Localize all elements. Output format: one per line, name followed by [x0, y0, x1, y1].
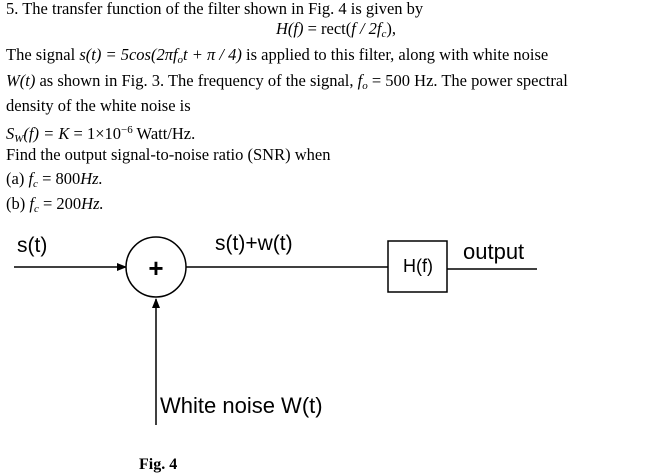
- signal-line: The signal s(t) = 5cos(2πfot + π / 4) is…: [6, 45, 548, 70]
- signal-suffix: is applied to this filter, along with wh…: [241, 45, 549, 64]
- part-b: (b) fc = 200Hz.: [6, 194, 104, 219]
- psd-exp: −6: [121, 124, 133, 136]
- tf-arg: f / 2f: [351, 19, 382, 38]
- part-b-val: = 200: [38, 194, 82, 213]
- part-b-sub: c: [33, 203, 39, 215]
- part-a-label: (a): [6, 169, 29, 188]
- signal-prefix: The signal: [6, 45, 80, 64]
- problem-heading: 5. The transfer function of the filter s…: [6, 0, 424, 18]
- part-a-unit: Hz.: [80, 169, 103, 188]
- output-label: output: [463, 239, 524, 264]
- signal-expr: s(t) = 5cos(2πf: [79, 45, 178, 64]
- figure-caption: Fig. 4: [139, 456, 177, 473]
- psd-mid: (f) = K: [23, 124, 70, 143]
- noise-label: White noise W(t): [160, 393, 323, 418]
- part-b-f: f: [29, 194, 34, 213]
- psd-lhs: S: [6, 124, 15, 143]
- transfer-function-equation: H(f) = rect(f / 2fc),: [275, 19, 397, 40]
- psd-line: SW(f) = K = 1×10−6 Watt/Hz.: [6, 120, 195, 149]
- sum-label: s(t)+w(t): [215, 232, 293, 255]
- part-b-unit: Hz.: [81, 194, 104, 213]
- noise-value: = 500 Hz. The power spectral: [367, 71, 568, 90]
- psd-val: = 1×10: [69, 124, 122, 143]
- part-a-f: f: [28, 169, 34, 188]
- noise-mid: as shown in Fig. 3. The frequency of the…: [35, 71, 358, 90]
- psd-lhs-sub: W: [14, 133, 24, 145]
- find-line: Find the output signal-to-noise ratio (S…: [6, 145, 331, 164]
- noise-expr: W(t): [6, 71, 36, 90]
- signal-expr-tail: t + π / 4): [183, 45, 242, 64]
- tf-lhs: H(f): [275, 19, 304, 38]
- tf-sub: c: [381, 28, 387, 40]
- filter-label: H(f): [403, 256, 433, 276]
- part-a-sub: c: [33, 178, 38, 190]
- noise-f-sub: o: [362, 80, 368, 92]
- tf-end: ),: [386, 19, 397, 38]
- part-a: (a) fc = 800Hz.: [6, 169, 103, 194]
- input-label: s(t): [17, 234, 47, 257]
- filter-block: [387, 240, 448, 293]
- noise-f: f: [357, 71, 363, 90]
- psd-unit: Watt/Hz.: [132, 124, 196, 143]
- part-a-val: = 800: [37, 169, 81, 188]
- tf-func: rect(: [321, 19, 352, 38]
- noise-line: W(t) as shown in Fig. 3. The frequency o…: [6, 71, 568, 96]
- signal-expr-sub: o: [177, 54, 184, 66]
- part-b-label: (b): [6, 194, 30, 213]
- density-line: density of the white noise is: [6, 96, 191, 115]
- adder-symbol: +: [148, 253, 163, 283]
